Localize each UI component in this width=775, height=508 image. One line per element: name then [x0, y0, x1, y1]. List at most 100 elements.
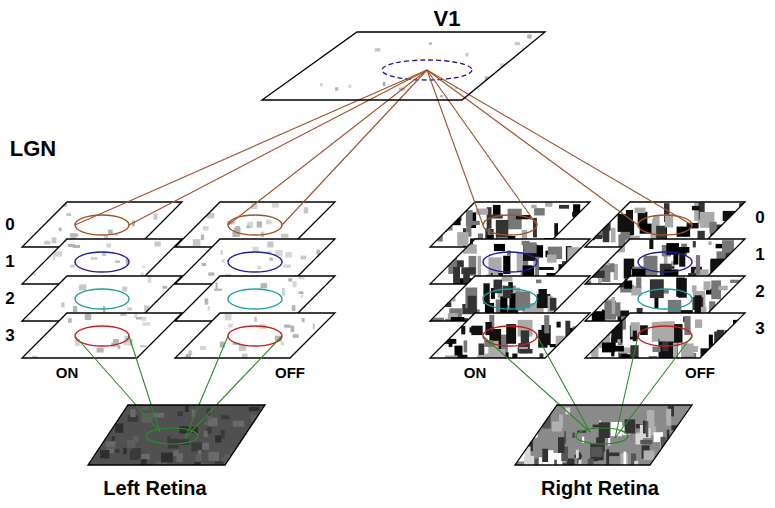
texture-patch [127, 307, 132, 310]
texture-patch [523, 242, 536, 253]
texture-patch [313, 323, 315, 329]
sheet-border [88, 405, 265, 465]
layer-number: 0 [755, 208, 764, 228]
texture-patch [429, 43, 432, 45]
texture-patch [190, 321, 196, 323]
texture-patch [519, 349, 532, 354]
texture-patch [225, 314, 232, 321]
texture-patch [202, 443, 209, 450]
receptive-field-ellipse [228, 326, 282, 346]
texture-patch [73, 306, 77, 312]
receptive-field-ellipse [483, 252, 537, 272]
texture-patch [54, 251, 62, 256]
texture-patch [332, 266, 340, 269]
texture-patch [666, 409, 671, 426]
texture-patch [649, 240, 653, 250]
texture-patch [221, 430, 225, 439]
texture-patch [439, 243, 448, 250]
texture-patch [558, 358, 570, 364]
texture-patch [45, 203, 51, 207]
texture-patch [533, 43, 536, 47]
texture-patch [542, 449, 548, 462]
texture-patch [441, 218, 444, 221]
layer-number: 1 [755, 245, 764, 265]
texture-patch [165, 231, 168, 234]
texture-patch [23, 258, 26, 263]
sheet-node: V1 [262, 6, 545, 100]
texture-patch [530, 87, 535, 91]
texture-patch [123, 448, 127, 454]
texture-patch [440, 213, 447, 232]
texture-patch [455, 346, 463, 362]
texture-patch [284, 325, 291, 328]
texture-patch [195, 462, 201, 471]
texture-patch [603, 229, 610, 242]
texture-patch [41, 285, 43, 291]
texture-patch [308, 34, 314, 38]
texture-patch [588, 209, 596, 230]
layer-number: 1 [5, 252, 14, 272]
texture-patch [708, 241, 711, 245]
texture-patch [466, 210, 473, 226]
texture-patch [577, 231, 590, 234]
texture-patch [653, 347, 661, 353]
texture-patch [566, 352, 571, 374]
sheet-outline [262, 6, 545, 100]
afferent-line [427, 70, 537, 225]
area-label: LGN [10, 136, 56, 161]
texture-patch [73, 245, 80, 248]
texture-patch [215, 435, 221, 442]
texture-patch [433, 331, 440, 347]
texture-patch [624, 452, 627, 469]
texture-patch [591, 447, 603, 457]
texture-patch [244, 456, 251, 464]
texture-patch [51, 206, 54, 212]
texture-patch [85, 314, 91, 321]
texture-patch [441, 255, 453, 262]
texture-patch [736, 351, 739, 361]
texture-patch [281, 234, 289, 238]
texture-patch [493, 205, 501, 215]
texture-patch [52, 237, 57, 243]
sheet-fill [22, 313, 182, 358]
texture-patch [91, 257, 98, 259]
receptive-field-ellipse [638, 289, 692, 309]
texture-patch [53, 279, 58, 281]
texture-patch [293, 334, 299, 338]
texture-patch [583, 335, 593, 346]
texture-patch [624, 281, 632, 289]
texture-patch [242, 354, 248, 360]
texture-patch [247, 222, 253, 228]
layer-number: 3 [755, 319, 764, 339]
texture-patch [692, 285, 697, 292]
sheet-fill [585, 313, 745, 358]
texture-patch [136, 317, 142, 320]
texture-patch [142, 266, 145, 268]
texture-patch [646, 421, 648, 437]
afferent-line [427, 70, 483, 225]
texture-patch [299, 291, 304, 294]
texture-patch [571, 348, 577, 358]
afferent-line [129, 70, 427, 225]
sheet-node: Right Retina [515, 405, 692, 505]
texture-patch [507, 251, 511, 256]
texture-patch [181, 330, 187, 335]
texture-patch [722, 266, 727, 272]
texture-patch [599, 422, 610, 438]
sheet-title: Left Retina [103, 477, 206, 500]
texture-patch [598, 279, 606, 294]
texture-patch [292, 305, 296, 311]
texture-patch [519, 431, 528, 445]
sheet-title: Right Retina [541, 477, 659, 500]
texture-patch [611, 228, 616, 243]
afferent-line [427, 70, 692, 225]
afferent-line [427, 70, 638, 225]
texture-patch [115, 261, 120, 263]
afferent-line [615, 336, 692, 438]
texture-patch [512, 354, 517, 370]
texture-patch [284, 265, 291, 268]
texture-patch [579, 258, 584, 272]
texture-patch [743, 271, 758, 282]
channel-label: OFF [685, 364, 715, 381]
receptive-field-ellipse [483, 215, 537, 235]
